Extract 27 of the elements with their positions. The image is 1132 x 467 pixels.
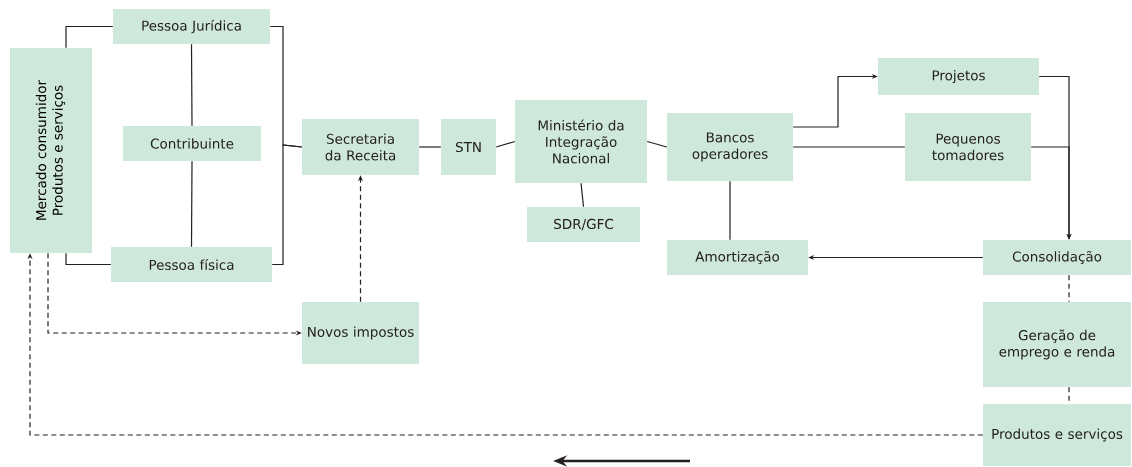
process-box: Novos impostos bbox=[302, 302, 419, 364]
process-box: SDR/GFC bbox=[527, 207, 640, 242]
connector-line bbox=[495, 140, 516, 148]
connector-line bbox=[580, 182, 585, 208]
process-box: Pessoa física bbox=[111, 247, 272, 282]
process-box: Amortização bbox=[667, 240, 808, 275]
connector-line bbox=[729, 180, 731, 241]
process-box: Bancos operadores bbox=[667, 113, 793, 181]
process-box: Geração de emprego e renda bbox=[983, 302, 1131, 387]
process-box: Ministério da Integração Nacional bbox=[515, 100, 647, 183]
process-box: STN bbox=[441, 119, 496, 175]
process-box: Consolidação bbox=[983, 240, 1131, 275]
connector-line bbox=[65, 252, 112, 266]
connector-line bbox=[190, 43, 193, 127]
process-box: Pessoa Jurídica bbox=[113, 9, 270, 44]
process-box: Projetos bbox=[878, 58, 1039, 95]
connector-line bbox=[646, 140, 668, 148]
connector-line bbox=[271, 144, 303, 266]
process-box: Produtos e serviços bbox=[983, 404, 1131, 466]
process-box: Pequenos tomadores bbox=[905, 113, 1031, 181]
sector-box: Mercado consumidor Produtos e serviços bbox=[10, 48, 92, 253]
connector-line bbox=[190, 160, 193, 248]
connector-line bbox=[65, 25, 114, 49]
connector-line bbox=[418, 146, 442, 148]
process-box: Secretaria da Receita bbox=[302, 119, 419, 175]
connector-line bbox=[792, 146, 906, 148]
process-box: Contribuinte bbox=[123, 126, 261, 161]
